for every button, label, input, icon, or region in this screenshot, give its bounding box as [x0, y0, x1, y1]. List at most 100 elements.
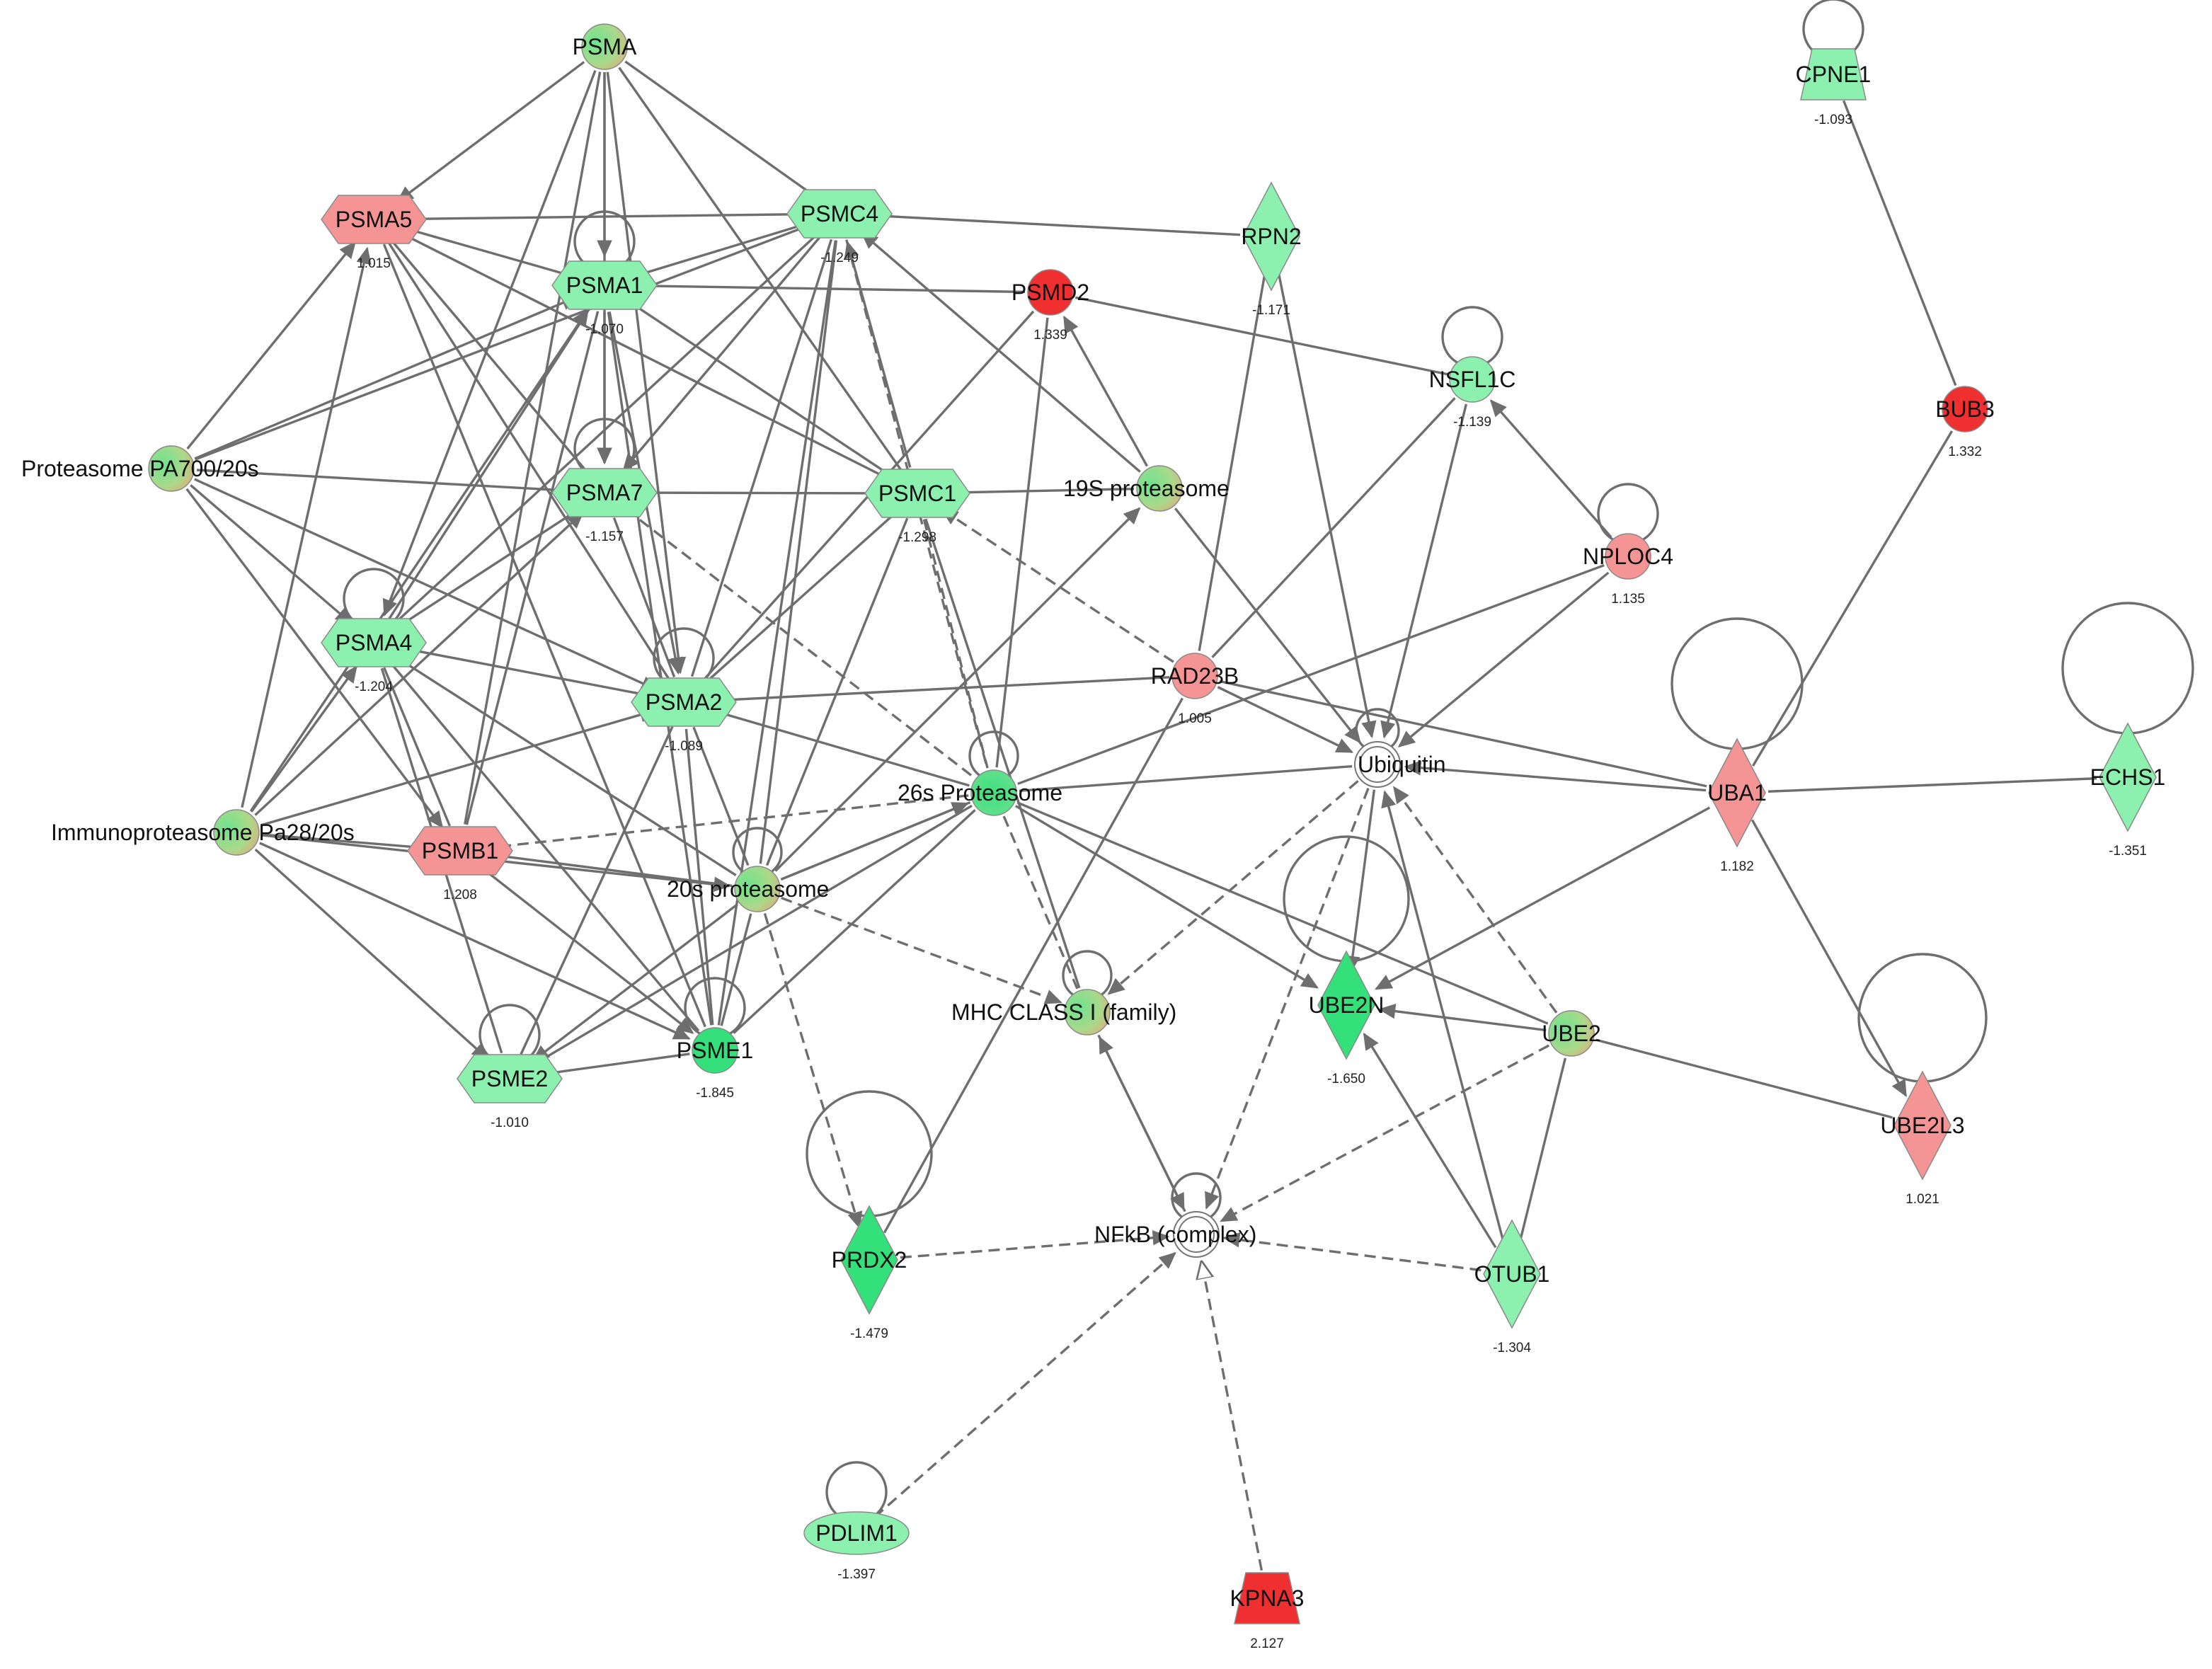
edge-ubq-nfkb: [1205, 787, 1370, 1210]
self-loop-prdx2: [806, 1090, 933, 1217]
node-shape-uba1: [1708, 738, 1766, 848]
edge-psmc1-psmc4: [844, 241, 912, 468]
edge-psma4-psmb1: [382, 667, 452, 827]
self-loop-echs1: [2061, 602, 2194, 735]
node-label-bub3: BUB3: [1935, 396, 1995, 422]
node-ppa700[interactable]: Proteasome PA700/20s: [21, 445, 259, 492]
node-shape-psme2: [457, 1054, 563, 1103]
edge-psmb1-psme1: [480, 866, 694, 1034]
node-psme2[interactable]: PSME2-1.010: [457, 1054, 563, 1130]
edge-psma5-psma1: [399, 225, 579, 280]
edge-psma5-psma7: [390, 239, 588, 474]
edge-psmd2-s26: [995, 317, 1049, 768]
edge-immuno-psme1: [259, 842, 691, 1040]
node-s19[interactable]: 19S proteasome: [1063, 465, 1230, 512]
node-echs1[interactable]: ECHS1 -1.351: [2090, 722, 2166, 859]
node-s26[interactable]: 26s Proteasome: [898, 769, 1062, 816]
node-ube2[interactable]: UBE2: [1542, 1010, 1601, 1057]
self-loop-uba1: [1671, 617, 1804, 750]
edge-kpna3-nfkb: [1202, 1262, 1263, 1571]
self-loop-ube2n: [1283, 835, 1410, 963]
edge-uba1-ube2l3: [1750, 819, 1908, 1098]
edge-psma7-psma2: [612, 517, 676, 678]
node-psmc1[interactable]: PSMC1-1.298: [864, 469, 970, 545]
node-shape-ppa700: [148, 445, 195, 492]
edge-s19-psmc4: [861, 231, 1141, 473]
edge-s20-psme1: [720, 913, 752, 1026]
node-label-s26: 26s Proteasome: [898, 780, 1062, 805]
node-ube2l3[interactable]: UBE2L3 1.021: [1880, 1070, 1965, 1207]
edge-psma-psmc1: [618, 67, 903, 472]
node-value-psmc1: -1.298: [898, 530, 936, 545]
edge-psma-psma2: [606, 71, 687, 675]
node-value-echs1: -1.351: [2109, 844, 2147, 859]
node-label-psma7: PSMA7: [566, 480, 643, 505]
node-ubq[interactable]: Ubiquitin: [1354, 741, 1446, 788]
node-psmc4[interactable]: PSMC4-1.249: [786, 189, 893, 265]
node-value-rpn2: -1.171: [1252, 303, 1290, 318]
node-ube2n[interactable]: UBE2N-1.650: [1309, 950, 1385, 1086]
node-shape-s20: [734, 866, 781, 912]
edge-s20-prdx2: [763, 912, 863, 1229]
node-label-ube2l3: UBE2L3: [1880, 1113, 1964, 1138]
node-label-ppa700: Proteasome PA700/20s: [21, 456, 259, 481]
node-psma1[interactable]: PSMA1-1.070: [551, 260, 658, 337]
edge-psma2-psme2: [520, 725, 674, 1055]
node-nfkb[interactable]: NFkB (complex): [1094, 1211, 1256, 1258]
node-psma[interactable]: PSMA: [573, 23, 637, 70]
edge-pdlim1-nfkb: [873, 1251, 1176, 1518]
node-shape-bub3: [1942, 386, 1988, 432]
node-psma4[interactable]: PSMA4-1.204: [321, 618, 427, 694]
edge-s19-psmc1: [945, 484, 1135, 500]
node-psma7[interactable]: PSMA7-1.157: [551, 468, 658, 544]
node-cpne1[interactable]: CPNE1-1.093: [1796, 48, 1872, 127]
node-label-psma: PSMA: [573, 34, 637, 59]
edge-psma4-s20: [396, 656, 737, 876]
node-shape-psma2: [631, 677, 737, 727]
node-shape-psma1: [551, 260, 658, 310]
edge-ppa700-psmb1: [185, 488, 444, 829]
node-psme1[interactable]: PSME1-1.845: [677, 1027, 753, 1101]
node-value-ube2l3: 1.021: [1906, 1192, 1939, 1207]
node-immuno[interactable]: Immunoproteasome Pa28/20s: [51, 809, 355, 856]
node-shape-s19: [1136, 465, 1183, 512]
node-s20[interactable]: 20s proteasome: [667, 866, 829, 912]
edge-s26-ube2: [1016, 801, 1549, 1025]
node-rpn2[interactable]: RPN2-1.171: [1241, 181, 1302, 318]
node-label-psma2: PSMA2: [646, 689, 722, 715]
node-otub1[interactable]: OTUB1-1.304: [1474, 1219, 1550, 1355]
node-nsfl1c[interactable]: NSFL1C-1.139: [1429, 356, 1516, 430]
edge-s26-psme2: [532, 804, 973, 1067]
node-prdx2[interactable]: PRDX2-1.479: [832, 1205, 907, 1341]
edge-immuno-psma4: [250, 665, 357, 813]
node-pdlim1[interactable]: PDLIM1-1.397: [803, 1511, 910, 1582]
edge-ppa700-psma4: [190, 484, 353, 625]
node-value-psmc4: -1.249: [820, 251, 859, 265]
edge-ube2-ubq: [1392, 786, 1558, 1014]
node-shape-immuno: [213, 809, 260, 856]
node-psma2[interactable]: PSMA2-1.089: [631, 677, 737, 754]
edge-s19-psmd2: [1062, 315, 1148, 467]
node-label-cpne1: CPNE1: [1796, 62, 1872, 87]
node-value-nploc4: 1.135: [1611, 592, 1645, 607]
edge-ube2-otub1: [1518, 1057, 1567, 1244]
node-value-nsfl1c: -1.139: [1453, 415, 1491, 430]
node-label-echs1: ECHS1: [2090, 764, 2166, 790]
edge-psma-psmb1: [464, 71, 602, 825]
node-mhc[interactable]: MHC CLASS I (family): [951, 989, 1176, 1036]
edge-otub1-nfkb: [1222, 1232, 1482, 1272]
edge-s19-ubq: [1174, 507, 1361, 744]
node-shape-kpna3: [1234, 1572, 1300, 1624]
edge-ubq-mhc: [1107, 780, 1359, 995]
node-value-kpna3: 2.127: [1250, 1636, 1284, 1651]
